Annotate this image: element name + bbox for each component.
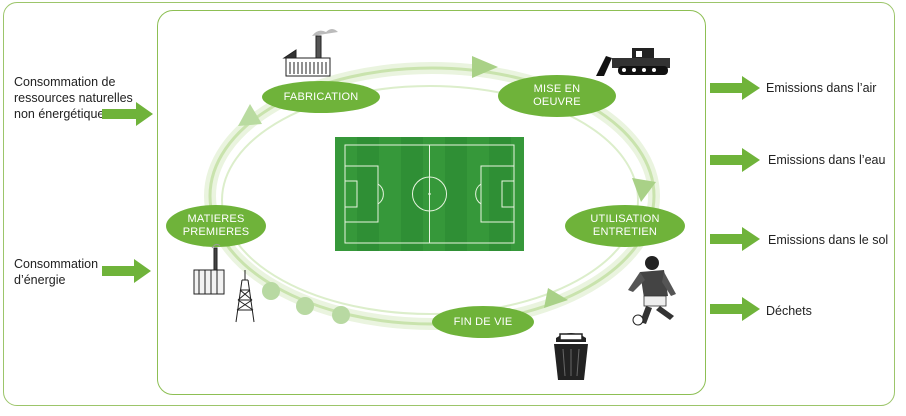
cycle-arrowhead-bottom (544, 288, 568, 308)
input-energy-label: Consommation d’énergie (14, 257, 99, 287)
output-air-label: Emissions dans l’air (766, 81, 877, 95)
stage-fin-de-vie-bubble (432, 306, 534, 338)
output-arrow-air (710, 76, 760, 100)
stage-matieres-label: MATIERES PREMIERES (182, 213, 250, 238)
stage-mise-en-oeuvre-label: MISE EN OEUVRE (533, 83, 581, 108)
output-soil-label: Emissions dans le sol (768, 233, 889, 247)
cycle-arrowhead-left (238, 104, 262, 126)
trash-bin-icon (554, 333, 588, 380)
output-water-label: Emissions dans l’eau (768, 153, 886, 167)
input-resources-label: Consommation de ressources naturelles no… (14, 75, 133, 121)
cycle-arrowhead-right (632, 178, 656, 202)
cycle-dot (332, 306, 350, 324)
cycle-dot (296, 297, 314, 315)
football-field (335, 137, 524, 251)
refinery-icon (193, 243, 255, 323)
outer-frame (3, 2, 895, 406)
factory-icon (282, 29, 338, 77)
stage-matieres-bubble (166, 205, 266, 247)
output-waste-label: Déchets (766, 304, 812, 318)
cycle-arrowhead-top (472, 56, 498, 78)
bulldozer-icon (596, 48, 670, 76)
output-arrow-waste (710, 297, 760, 321)
lifecycle-ring (204, 62, 660, 330)
lifecycle-frame (157, 10, 706, 395)
cycle-dot (262, 282, 280, 300)
stage-utilisation-bubble (565, 205, 685, 247)
stage-fabrication-bubble (262, 81, 380, 113)
output-arrow-water (710, 148, 760, 172)
output-arrow-soil (710, 227, 760, 251)
football-player-icon (628, 256, 676, 326)
stage-utilisation-label: UTILISATION ENTRETIEN (590, 213, 660, 238)
stage-fin-de-vie-label: FIN DE VIE (453, 315, 513, 328)
stage-fabrication-label: FABRICATION (283, 90, 359, 103)
stage-mise-en-oeuvre-bubble (498, 75, 616, 117)
input-arrow-resources (102, 102, 153, 126)
input-arrow-energy (102, 259, 151, 283)
